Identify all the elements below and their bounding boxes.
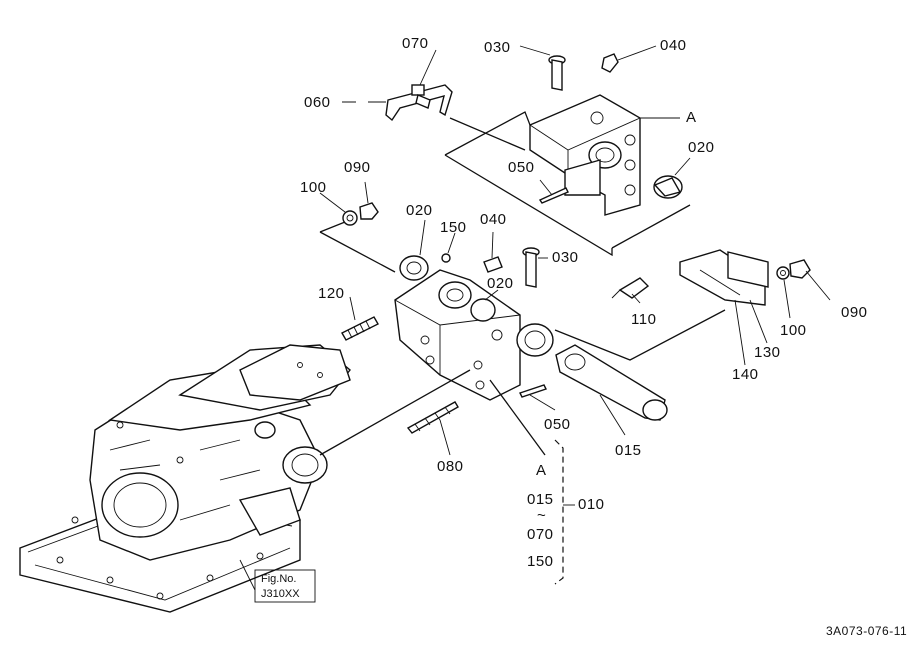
label-130: 130 <box>754 344 781 361</box>
label-a-bottom: A <box>536 462 547 479</box>
label-060: 060 <box>304 94 331 111</box>
label-030: 030 <box>484 39 511 56</box>
label-050: 050 <box>508 159 535 176</box>
label-140: 140 <box>732 366 759 383</box>
fig-ref-line1: Fig.No. <box>261 573 297 585</box>
label-040: 040 <box>660 37 687 54</box>
label-090-right: 090 <box>841 304 868 321</box>
label-100-left: 100 <box>300 179 327 196</box>
small-parts <box>341 53 811 434</box>
label-015-range: 015 <box>527 491 554 508</box>
upper-bracket <box>529 94 641 216</box>
transmission-housing <box>19 344 351 613</box>
label-070: 070 <box>402 35 429 52</box>
label-080: 080 <box>437 458 464 475</box>
label-150: 150 <box>440 219 467 236</box>
label-090-left: 090 <box>344 159 371 176</box>
label-050-lower: 050 <box>544 416 571 433</box>
label-040-center: 040 <box>480 211 507 228</box>
label-range-tilde: ~ <box>537 507 547 524</box>
label-110: 110 <box>631 311 657 328</box>
main-bracket <box>394 269 554 401</box>
label-030-center: 030 <box>552 249 579 266</box>
label-020-right: 020 <box>688 139 715 156</box>
label-015: 015 <box>615 442 642 459</box>
fig-ref-line2: J310XX <box>261 588 300 600</box>
leader-lines <box>239 45 831 603</box>
label-100-right: 100 <box>780 322 807 339</box>
label-020-center: 020 <box>406 202 433 219</box>
label-010: 010 <box>578 496 605 513</box>
label-a-top: A <box>686 109 697 126</box>
label-150-range: 150 <box>527 553 554 570</box>
label-120: 120 <box>318 285 345 302</box>
label-070-range: 070 <box>527 526 554 543</box>
drawing-code: 3A073-076-11 <box>826 624 908 638</box>
label-020-lower: 020 <box>487 275 514 292</box>
